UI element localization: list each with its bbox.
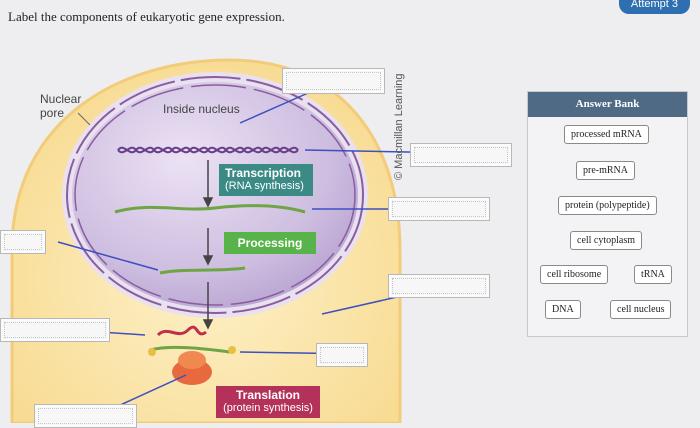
drop-zone-5[interactable] bbox=[388, 274, 490, 298]
transcription-sublabel: (RNA synthesis) bbox=[225, 180, 304, 192]
answer-bank: Answer Bank processed mRNA pre-mRNA prot… bbox=[527, 91, 688, 337]
translation-box: Translation (protein synthesis) bbox=[216, 386, 320, 418]
answer-bank-title: Answer Bank bbox=[528, 92, 687, 117]
inside-nucleus-label: Inside nucleus bbox=[163, 102, 240, 116]
answer-chip-cell-cytoplasm[interactable]: cell cytoplasm bbox=[570, 231, 643, 250]
translation-label: Translation bbox=[235, 388, 300, 402]
drop-zone-1[interactable] bbox=[282, 68, 385, 94]
answer-chip-trna[interactable]: tRNA bbox=[634, 265, 672, 284]
nuclear-pore-label: Nuclear pore bbox=[40, 92, 82, 120]
pre-mrna-strand bbox=[114, 204, 306, 214]
answer-chip-cell-nucleus[interactable]: cell nucleus bbox=[610, 300, 672, 319]
drop-zone-8[interactable] bbox=[34, 404, 137, 428]
question-text: Label the components of eukaryotic gene … bbox=[8, 9, 285, 24]
credit-text: © Macmillan Learning bbox=[393, 73, 405, 180]
cytoplasm-mrna bbox=[149, 345, 231, 354]
answer-chip-pre-mrna[interactable]: pre-mRNA bbox=[576, 161, 635, 180]
transcription-label: Transcription bbox=[225, 166, 302, 180]
attempt-badge: Attempt 3 bbox=[618, 0, 690, 14]
processed-mrna-strand bbox=[159, 266, 246, 275]
answer-chip-processed-mrna[interactable]: processed mRNA bbox=[564, 125, 649, 144]
drop-zone-2[interactable] bbox=[410, 143, 512, 167]
drop-zone-4[interactable] bbox=[0, 230, 46, 254]
drop-zone-7[interactable] bbox=[316, 343, 368, 367]
answer-chip-protein[interactable]: protein (polypeptide) bbox=[558, 196, 657, 215]
leader-line bbox=[57, 241, 159, 271]
processing-box: Processing bbox=[224, 232, 316, 254]
answer-chip-cell-ribosome[interactable]: cell ribosome bbox=[540, 265, 609, 284]
translation-sublabel: (protein synthesis) bbox=[223, 402, 313, 414]
dna-strand bbox=[117, 146, 299, 154]
protein-chain bbox=[156, 325, 207, 337]
drop-zone-3[interactable] bbox=[388, 197, 490, 221]
answer-chip-dna[interactable]: DNA bbox=[545, 300, 581, 319]
drop-zone-6[interactable] bbox=[0, 318, 110, 342]
transcription-box: Transcription (RNA synthesis) bbox=[219, 164, 313, 196]
